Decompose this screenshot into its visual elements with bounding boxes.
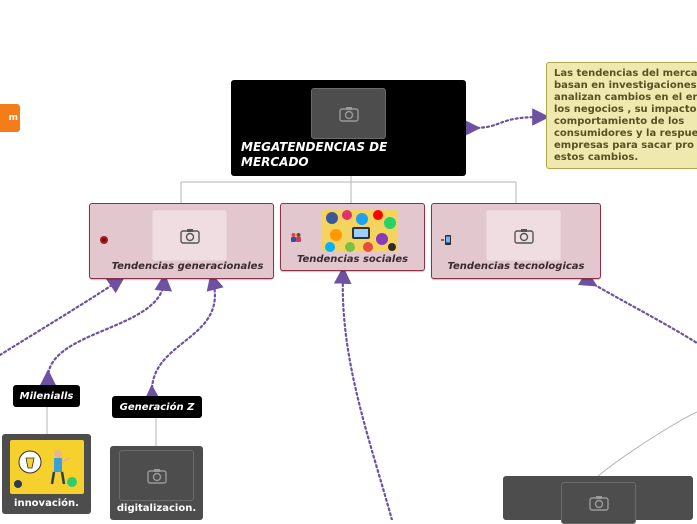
tree-connectors xyxy=(46,176,697,477)
partial-dark-node[interactable] xyxy=(503,476,693,524)
subtopic-label: Tendencias sociales xyxy=(296,254,409,265)
innovation-illustration xyxy=(10,440,84,494)
topic-milenialls[interactable]: Milenialls xyxy=(13,385,80,407)
subtopic-tendencias-sociales[interactable]: Tendencias sociales xyxy=(280,203,425,271)
camera-icon xyxy=(152,210,227,261)
camera-icon xyxy=(311,88,386,139)
camera-icon xyxy=(561,482,636,524)
subtopic-tendencias-tecnologicas[interactable]: Tendencias tecnologicas xyxy=(431,203,601,279)
topic-generacion-z[interactable]: Generación Z xyxy=(112,396,202,418)
subtopic-label: Tendencias tecnologicas xyxy=(447,261,585,272)
subtopic-label: Tendencias generacionales xyxy=(111,261,264,272)
social-media-collage xyxy=(322,209,398,252)
note-callout[interactable]: Las tendencias del merca basan en invest… xyxy=(546,62,697,169)
card-caption: digitalizacion. xyxy=(116,503,197,514)
people-icon xyxy=(290,232,302,245)
card-digitalizacion[interactable]: digitalizacion. xyxy=(110,446,203,520)
mobile-phone-icon xyxy=(441,235,453,248)
orange-topic-text: m xyxy=(8,113,18,123)
main-topic-title: MEGATENDENCIAS DE MERCADO xyxy=(241,140,388,169)
dotted-relations xyxy=(0,108,697,520)
partial-orange-topic[interactable]: m xyxy=(0,104,20,132)
card-innovacion[interactable]: innovación. xyxy=(2,434,91,514)
camera-icon xyxy=(486,210,561,261)
camera-icon xyxy=(119,450,194,501)
card-caption: innovación. xyxy=(14,498,79,509)
red-bug-icon xyxy=(99,235,109,248)
subtopic-tendencias-generacionales[interactable]: Tendencias generacionales xyxy=(89,203,274,279)
main-topic-node[interactable]: MEGATENDENCIAS DE MERCADO xyxy=(231,80,466,176)
